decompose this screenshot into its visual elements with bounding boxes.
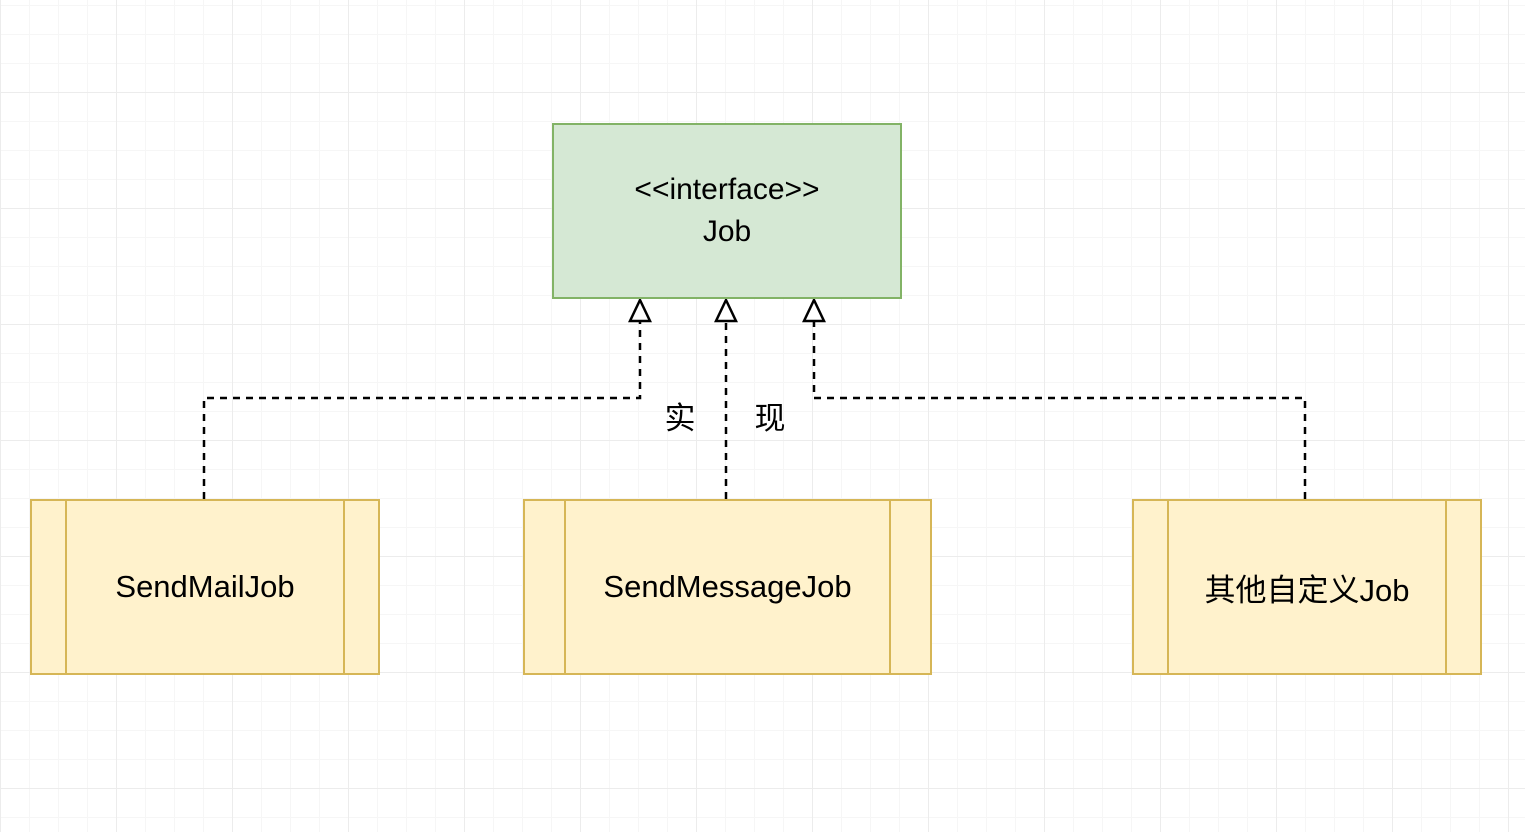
class-name: SendMessageJob (603, 569, 852, 604)
process-bar-right (889, 501, 891, 673)
relation-label-left: 实 (664, 401, 696, 437)
process-bar-left (564, 501, 566, 673)
arrowhead-sendmailjob (628, 297, 652, 323)
arrowhead-sendmessagejob (714, 297, 738, 323)
class-name: SendMailJob (115, 569, 295, 604)
interface-job-box[interactable]: <<interface>> Job (552, 123, 902, 299)
class-otherjob-box[interactable]: 其他自定义Job (1132, 499, 1482, 675)
class-sendmessagejob-box[interactable]: SendMessageJob (523, 499, 932, 675)
process-bar-right (343, 501, 345, 673)
connector-otherjob[interactable] (812, 322, 1307, 499)
relation-label-right: 现 (754, 401, 786, 437)
arrowhead-otherjob (802, 297, 826, 323)
process-bar-right (1445, 501, 1447, 673)
interface-name: Job (702, 215, 752, 248)
interface-stereotype: <<interface>> (634, 173, 820, 206)
relation-label: 实 现 (660, 393, 790, 438)
process-bar-left (1167, 501, 1169, 673)
connector-sendmailjob[interactable] (202, 322, 642, 499)
class-name: 其他自定义Job (1204, 572, 1410, 608)
process-bar-left (65, 501, 67, 673)
class-sendmailjob-box[interactable]: SendMailJob (30, 499, 380, 675)
